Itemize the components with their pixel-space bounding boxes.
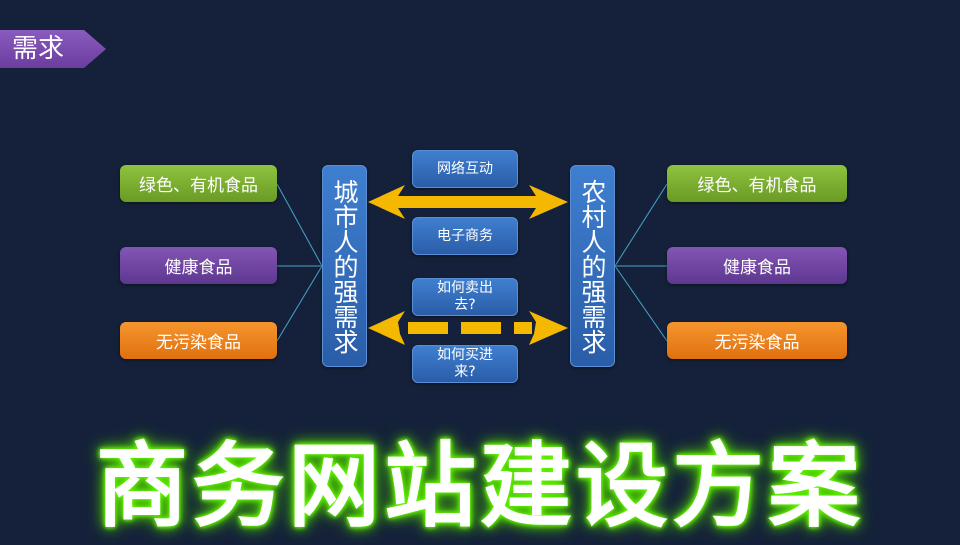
- left-item-healthy: 健康食品: [120, 247, 277, 284]
- double-arrow-solid: [368, 185, 568, 219]
- center-box-network: 网络互动: [412, 150, 518, 188]
- rural-demand-bar: 农村人的强需求: [570, 165, 615, 367]
- urban-demand-bar: 城市人的强需求: [322, 165, 367, 367]
- connector-lines: [276, 183, 668, 342]
- center-box-sell: 如何卖出去?: [412, 278, 518, 316]
- section-tag: 需求: [0, 30, 106, 68]
- left-item-pollution-free: 无污染食品: [120, 322, 277, 359]
- right-item-pollution-free: 无污染食品: [667, 322, 847, 359]
- right-item-healthy: 健康食品: [667, 247, 847, 284]
- center-box-ecommerce: 电子商务: [412, 217, 518, 255]
- center-box-buy: 如何买进来?: [412, 345, 518, 383]
- right-item-organic: 绿色、有机食品: [667, 165, 847, 202]
- main-title: 商务网站建设方案: [95, 433, 864, 540]
- left-item-organic: 绿色、有机食品: [120, 165, 277, 202]
- double-arrow-dashed: [368, 311, 568, 345]
